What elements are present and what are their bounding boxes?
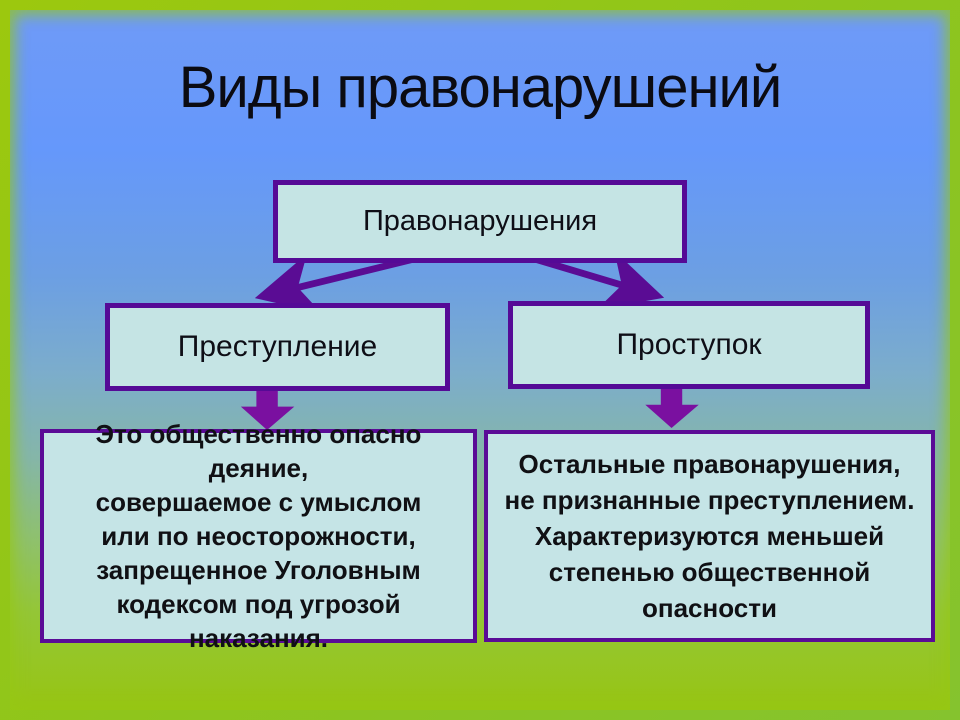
diagram-node-root: Правонарушения [273,180,687,263]
slide-title: Виды правонарушений [178,55,783,120]
slide-background: Виды правонарушений Правонар [10,10,950,710]
description-box-crime: Это общественно опасно деяние, совершаем… [40,419,477,653]
diagram-node-misdemeanor-label: Проступок [616,328,762,361]
diagram-node-crime-label: Преступление [177,330,378,363]
diagram-node-crime: Преступление [105,303,450,391]
diagram-node-root-label: Правонарушения [362,205,598,237]
description-box-misdemeanor: Остальные правонарушения, не признанные … [484,430,935,642]
diagram-node-misdemeanor: Проступок [508,301,870,389]
